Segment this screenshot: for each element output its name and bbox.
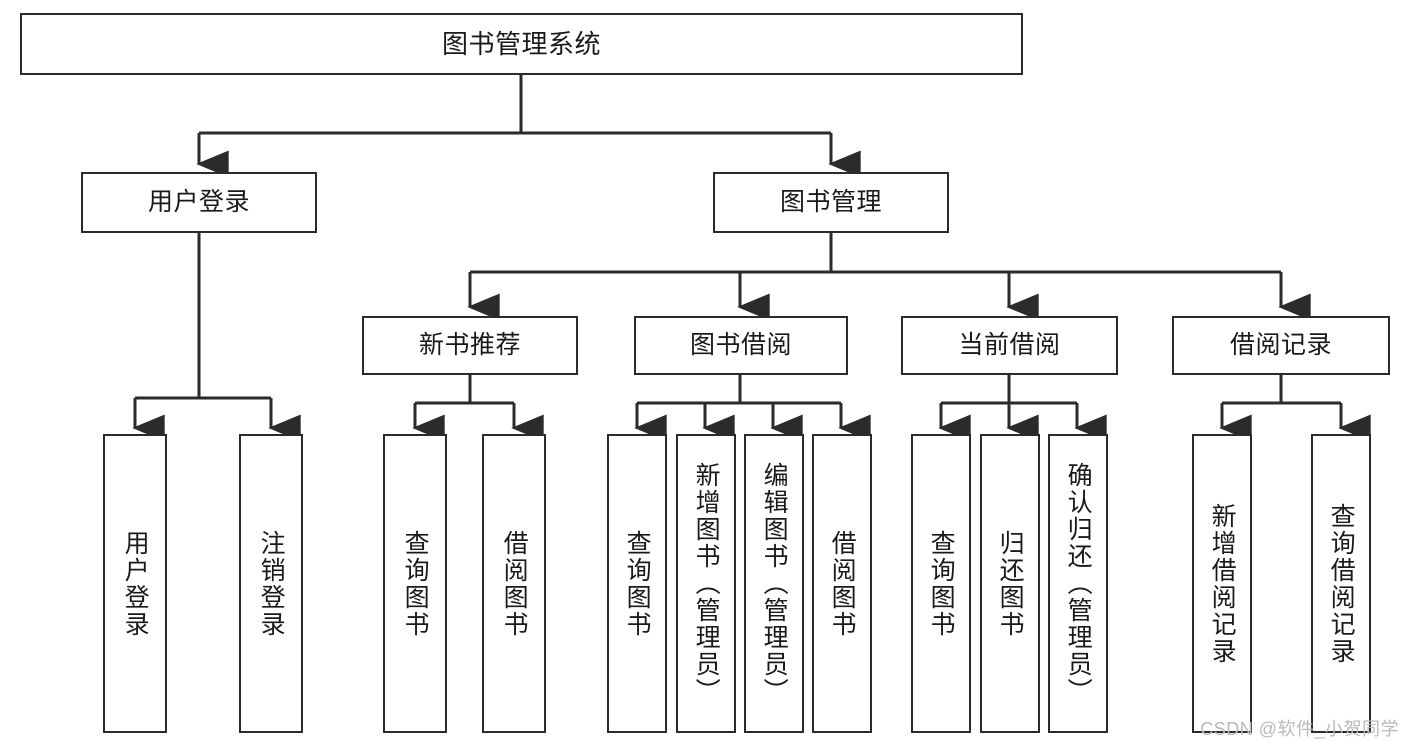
node-label: 查询图书: [623, 529, 652, 638]
node-label: 图书管理: [779, 187, 882, 216]
node-label: 用户登录: [121, 529, 150, 638]
leaf-query-book-new-rec[interactable]: 查询图书: [383, 434, 447, 733]
node-label: 借阅图书: [828, 529, 857, 638]
leaf-user-login[interactable]: 用户登录: [103, 434, 167, 733]
leaf-borrow-book-new-rec[interactable]: 借阅图书: [482, 434, 546, 733]
node-label: 确认归还（管理员）: [1064, 462, 1093, 705]
node-current-borrowing[interactable]: 当前借阅: [901, 316, 1118, 375]
node-label: 借阅图书: [500, 529, 529, 638]
node-label: 当前借阅: [958, 330, 1061, 359]
node-label: 编辑图书（管理员）: [760, 462, 789, 705]
node-label: 查询图书: [401, 529, 430, 638]
leaf-return-book[interactable]: 归还图书: [980, 434, 1040, 733]
leaf-confirm-return-admin[interactable]: 确认归还（管理员）: [1048, 434, 1108, 733]
node-label: 图书管理系统: [441, 28, 601, 59]
node-label: 新增借阅记录: [1208, 502, 1237, 665]
node-book-management[interactable]: 图书管理: [713, 172, 949, 233]
node-root-book-management-system[interactable]: 图书管理系统: [20, 13, 1023, 75]
node-borrowing-record[interactable]: 借阅记录: [1172, 316, 1390, 375]
node-label: 用户登录: [147, 187, 250, 216]
node-label: 图书借阅: [689, 330, 792, 359]
leaf-add-borrow-record[interactable]: 新增借阅记录: [1192, 434, 1252, 733]
node-label: 新增图书（管理员）: [692, 462, 721, 705]
node-new-book-recommendation[interactable]: 新书推荐: [362, 316, 578, 375]
node-book-borrowing[interactable]: 图书借阅: [634, 316, 848, 375]
leaf-edit-book-admin[interactable]: 编辑图书（管理员）: [744, 434, 804, 733]
leaf-logout[interactable]: 注销登录: [239, 434, 303, 733]
node-label: 新书推荐: [418, 330, 521, 359]
leaf-borrow-book-borrowing[interactable]: 借阅图书: [812, 434, 872, 733]
leaf-query-book-current[interactable]: 查询图书: [911, 434, 971, 733]
leaf-query-book-borrowing[interactable]: 查询图书: [607, 434, 667, 733]
node-label: 查询借阅记录: [1327, 502, 1356, 665]
node-label: 注销登录: [257, 529, 286, 638]
watermark-csdn: CSDN @软件_小贺同学: [1200, 719, 1399, 739]
leaf-add-book-admin[interactable]: 新增图书（管理员）: [676, 434, 736, 733]
node-label: 查询图书: [927, 529, 956, 638]
node-user-login[interactable]: 用户登录: [81, 172, 317, 233]
node-label: 借阅记录: [1229, 330, 1332, 359]
leaf-query-borrow-record[interactable]: 查询借阅记录: [1311, 434, 1371, 733]
node-label: 归还图书: [996, 529, 1025, 638]
